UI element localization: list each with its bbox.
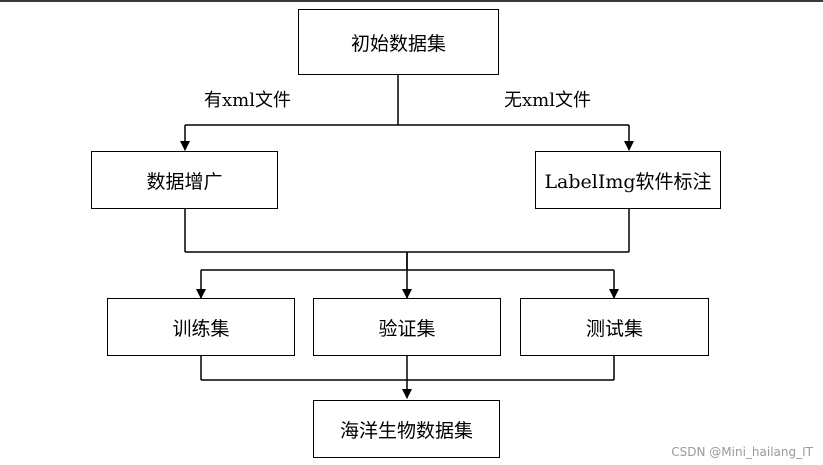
node-test-set-label: 测试集: [585, 317, 643, 340]
edge-label-no-xml: 无xml文件: [504, 90, 591, 111]
node-data-augmentation: 数据增广: [91, 151, 278, 209]
node-labelimg-annotation: LabelImg软件标注: [535, 151, 721, 209]
csdn-watermark: CSDN @Mini_hailang_IT: [671, 445, 813, 459]
node-initial-dataset: 初始数据集: [298, 9, 499, 75]
node-marine-dataset: 海洋生物数据集: [313, 400, 500, 458]
node-validation-set-label: 验证集: [378, 317, 436, 340]
node-marine-dataset-label: 海洋生物数据集: [339, 419, 473, 442]
node-validation-set: 验证集: [313, 298, 501, 356]
edge-label-has-xml: 有xml文件: [204, 90, 291, 111]
node-train-set: 训练集: [107, 298, 295, 356]
node-initial-dataset-label: 初始数据集: [350, 32, 446, 55]
top-rule: [0, 0, 823, 2]
node-labelimg-annotation-label: LabelImg软件标注: [544, 170, 712, 193]
node-data-augmentation-label: 数据增广: [146, 170, 223, 193]
node-test-set: 测试集: [520, 298, 709, 356]
node-train-set-label: 训练集: [172, 317, 230, 340]
